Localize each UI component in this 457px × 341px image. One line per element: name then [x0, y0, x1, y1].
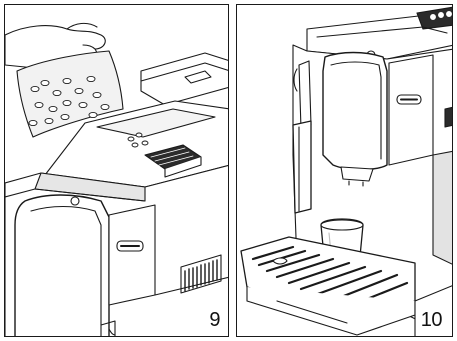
side-panel [389, 55, 433, 165]
steam-wand [299, 61, 311, 129]
bean-filling-illustration [5, 5, 229, 337]
coffee-spout [341, 167, 373, 181]
dispenser-cover [323, 53, 387, 170]
bean-container-lid [141, 53, 229, 105]
front-cover [15, 195, 109, 337]
side-panel [109, 205, 155, 305]
water-tank [433, 151, 453, 265]
figure-number-9: 9 [209, 310, 220, 330]
illustration-panel-fig-10: 10 [236, 4, 453, 337]
figure-number-10: 10 [421, 310, 442, 330]
cup-placement-illustration [237, 5, 453, 337]
power-button [71, 197, 79, 205]
illustration-panel-fig-9: 9 [4, 4, 229, 337]
